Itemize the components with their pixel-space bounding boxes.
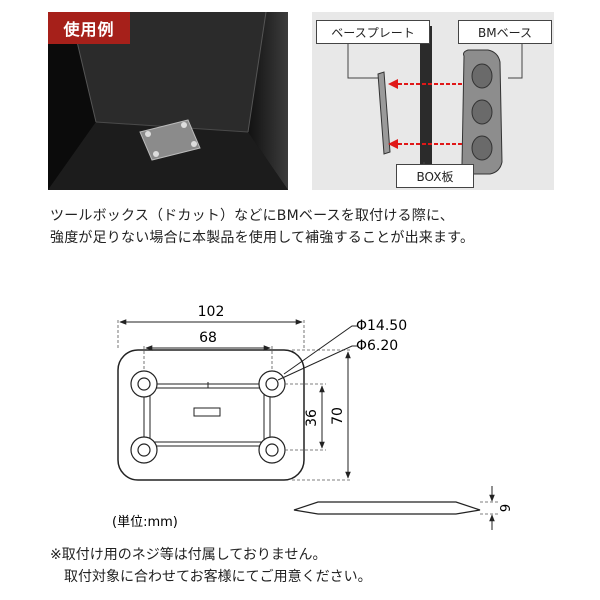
hole-spacing-width-value: 68 [199,330,217,346]
unit-label: (単位:mm) [112,514,178,530]
usage-example-photo: 使用例 [48,12,288,190]
overall-height-value: 70 [330,407,346,425]
note-line-1: ※取付け用のネジ等は付属しておりません。 [50,547,327,563]
plate-top-view [117,349,305,481]
mounting-holes [130,370,286,464]
overall-width-value: 102 [198,304,225,320]
installation-diagram: ベースプレート BMベース BOX板 [312,12,554,190]
base-plate-side-view [377,71,391,155]
bm-base-label-box: BMベース [458,20,552,44]
bm-base-label: BMベース [478,25,532,40]
thickness-value: 6 [496,504,511,512]
base-plate-label-box: ベースプレート [316,20,430,44]
bm-base-shape [461,49,503,175]
box-panel-label: BOX板 [416,169,454,184]
mounting-arrows [388,79,462,149]
hole-diameter-value: Φ6.20 [356,338,398,354]
technical-drawing: 102 68 Φ14.50 Φ6.20 36 70 6 (単位:mm) [0,296,600,532]
extension-lines [117,320,352,481]
center-slot [193,407,221,417]
box-panel-label-box: BOX板 [396,164,474,188]
description-line-2: 強度が足りない場合に本製品を使用して補強することが出来ます。 [50,230,475,246]
bm-base-leader [508,40,523,79]
reinforcement-plate-in-photo [139,119,201,161]
base-plate-leader [347,40,382,79]
note-line-2: 取付対象に合わせてお客様にてご用意ください。 [64,569,372,585]
usage-example-badge: 使用例 [48,12,130,44]
hole-spacing-height-value: 36 [304,409,320,427]
usage-example-badge-label: 使用例 [63,20,115,39]
plate-side-view [293,486,500,530]
dimension-lines [119,319,358,479]
description-line-1: ツールボックス（ドカット）などにBMベースを取付ける際に、 [50,208,454,224]
outer-diameter-value: Φ14.50 [356,318,407,334]
box-panel [420,26,432,186]
base-plate-label: ベースプレート [331,25,415,40]
toolbox-photo-illustration [48,12,288,190]
